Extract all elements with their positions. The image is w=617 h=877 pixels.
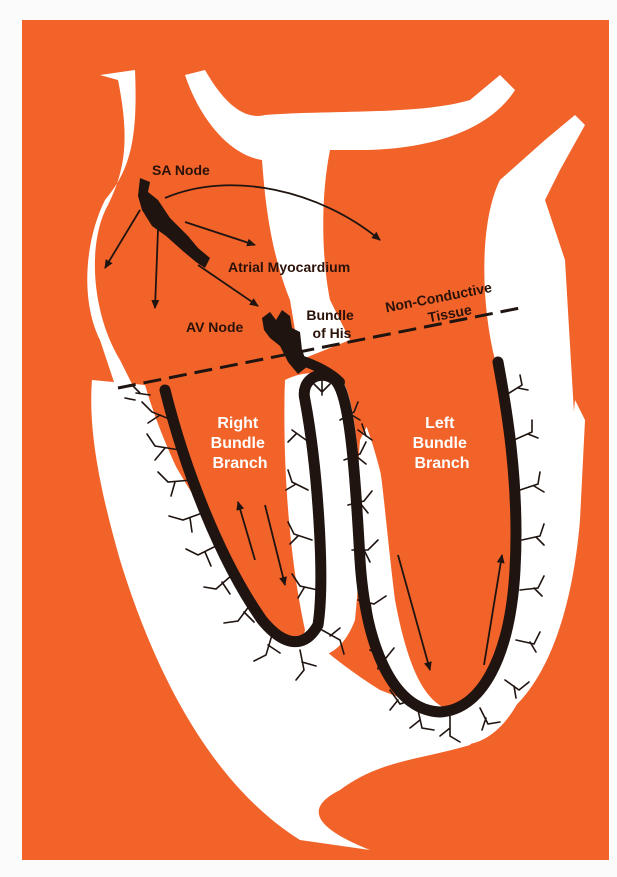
label-right-bundle-branch: Right Bundle Branch xyxy=(211,415,270,472)
label-bundle-of-his-line1: Bundle xyxy=(306,307,354,323)
label-left-bundle-line1: Left xyxy=(425,415,455,432)
label-left-bundle-line3: Branch xyxy=(414,455,469,472)
label-right-bundle-line1: Right xyxy=(217,415,259,432)
label-sa-node: SA Node xyxy=(152,162,210,178)
label-right-bundle-line2: Bundle xyxy=(211,435,265,452)
label-atrial-myocardium: Atrial Myocardium xyxy=(228,259,350,275)
label-left-bundle-line2: Bundle xyxy=(413,435,467,452)
label-bundle-of-his-line2: of His xyxy=(313,325,352,341)
label-av-node: AV Node xyxy=(186,319,244,335)
label-right-bundle-line3: Branch xyxy=(212,455,267,472)
